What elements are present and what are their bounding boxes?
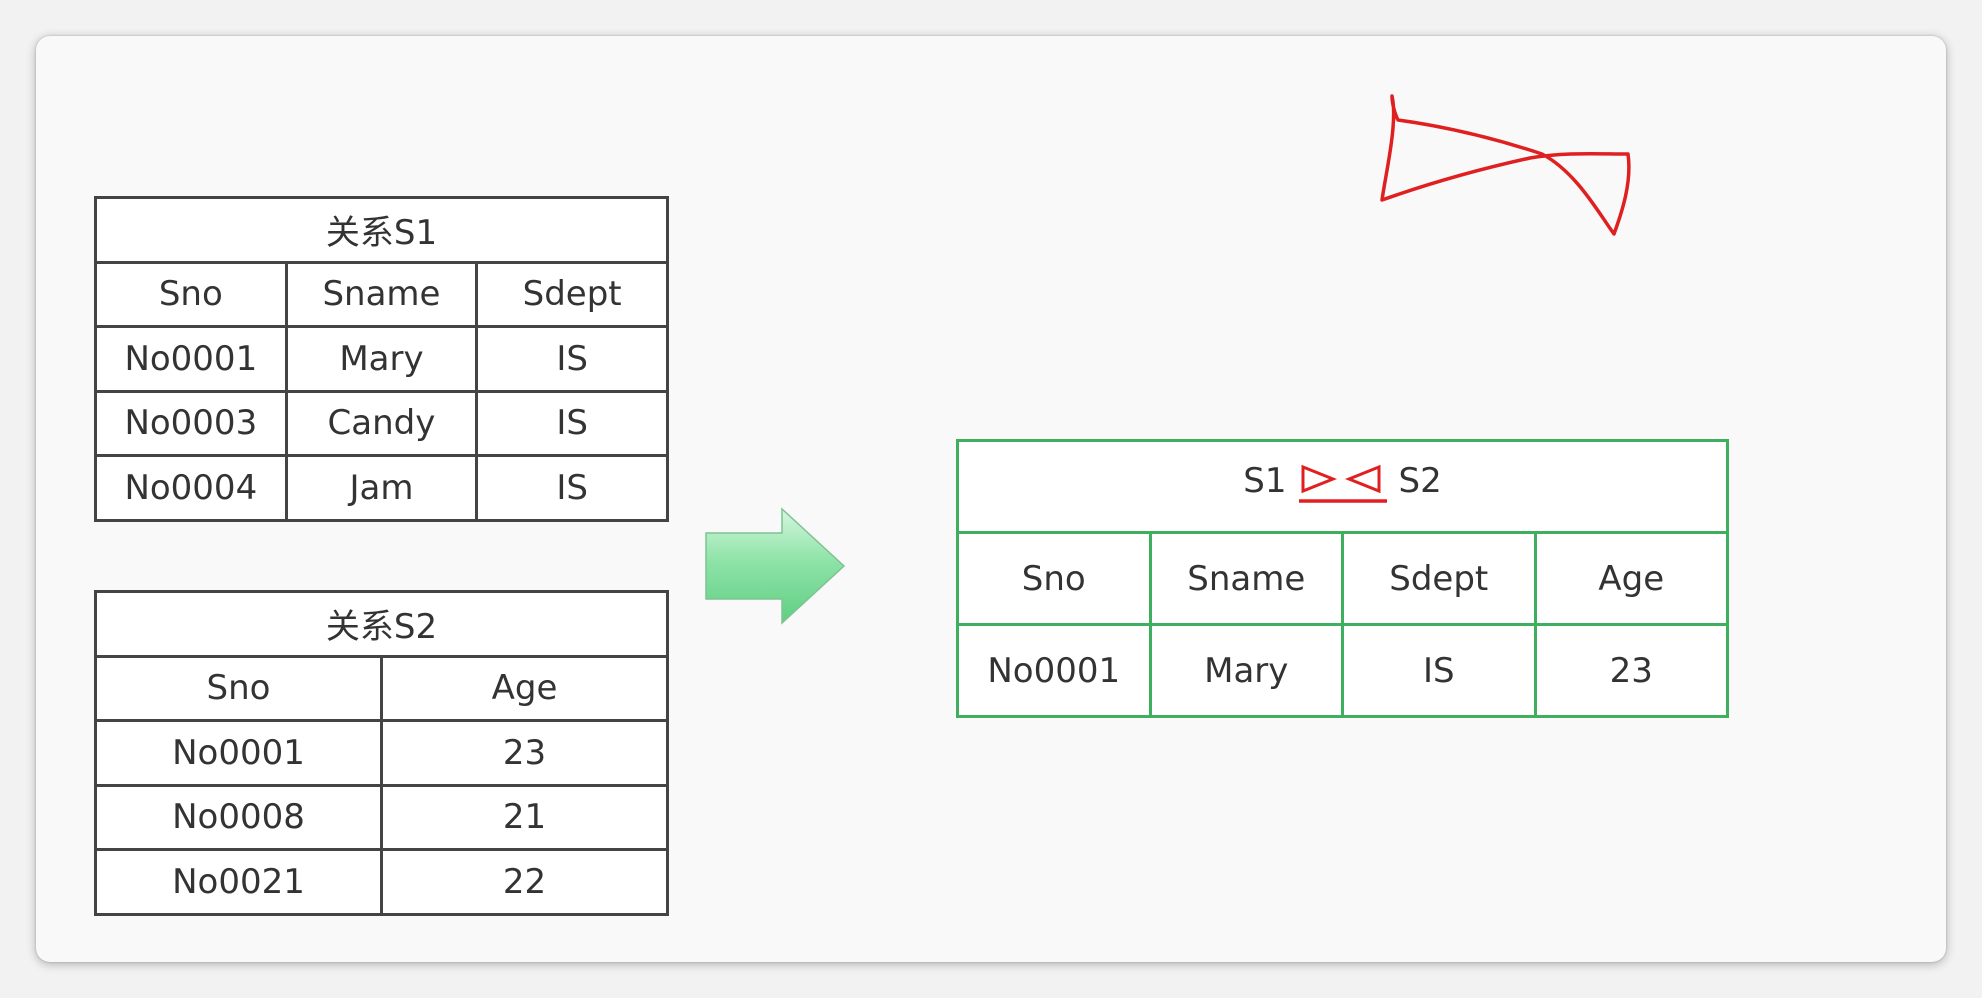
table-cell: No0003 <box>94 389 288 457</box>
right-operand: S2 <box>1398 460 1442 501</box>
slide-canvas: 关系S1 Sno Sname Sdept No0001 Mary IS No00… <box>36 36 1946 962</box>
table-caption-row: 关系S1 <box>94 196 669 264</box>
column-header: Sno <box>94 654 383 722</box>
table-cell: Mary <box>284 325 479 393</box>
table-cell: 22 <box>380 848 669 916</box>
table-cell: No0001 <box>956 623 1152 718</box>
table-row: No0004 Jam IS <box>94 454 669 522</box>
table-cell: Jam <box>284 454 479 522</box>
table-cell: No0008 <box>94 783 383 851</box>
table-header-row: Sno Sname Sdept Age <box>956 531 1729 626</box>
right-arrow-icon <box>702 505 848 631</box>
column-header: Sno <box>94 260 288 328</box>
table-row: No0008 21 <box>94 783 669 851</box>
relation-s1-title: 关系S1 <box>94 196 669 264</box>
column-header: Sname <box>284 260 479 328</box>
table-cell: 23 <box>380 719 669 787</box>
table-cell: 21 <box>380 783 669 851</box>
table-row: No0021 22 <box>94 848 669 916</box>
table-row: No0001 Mary IS 23 <box>956 623 1729 718</box>
natural-join-scribble-icon <box>1346 62 1646 256</box>
column-header: Age <box>1533 531 1729 626</box>
table-cell: Mary <box>1148 623 1344 718</box>
table-row: No0003 Candy IS <box>94 389 669 457</box>
table-cell: No0001 <box>94 719 383 787</box>
table-cell: IS <box>475 325 669 393</box>
table-header-row: Sno Sname Sdept <box>94 260 669 328</box>
table-cell: IS <box>475 454 669 522</box>
table-cell: IS <box>1341 623 1537 718</box>
table-cell: Candy <box>284 389 479 457</box>
left-operand: S1 <box>1243 460 1287 501</box>
column-header: Sdept <box>1341 531 1537 626</box>
relation-s2-title: 关系S2 <box>94 590 669 658</box>
relation-s2-table: 关系S2 Sno Age No0001 23 No0008 21 No0021 … <box>94 590 669 916</box>
table-cell: No0001 <box>94 325 288 393</box>
table-header-row: Sno Age <box>94 654 669 722</box>
column-header: Sdept <box>475 260 669 328</box>
table-caption-row: S1 S2 <box>956 439 1729 534</box>
table-cell: 23 <box>1533 623 1729 718</box>
column-header: Sname <box>1148 531 1344 626</box>
natural-join-icon <box>1297 461 1389 503</box>
table-row: No0001 Mary IS <box>94 325 669 393</box>
join-result-title: S1 S2 <box>956 439 1729 534</box>
table-row: No0001 23 <box>94 719 669 787</box>
relation-s1-table: 关系S1 Sno Sname Sdept No0001 Mary IS No00… <box>94 196 669 522</box>
join-expression: S1 S2 <box>1243 460 1442 503</box>
column-header: Age <box>380 654 669 722</box>
column-header: Sno <box>956 531 1152 626</box>
table-caption-row: 关系S2 <box>94 590 669 658</box>
table-cell: No0021 <box>94 848 383 916</box>
join-result-table: S1 S2 Sno Sname Sdept Age No000 <box>956 439 1729 718</box>
table-cell: No0004 <box>94 454 288 522</box>
table-cell: IS <box>475 389 669 457</box>
